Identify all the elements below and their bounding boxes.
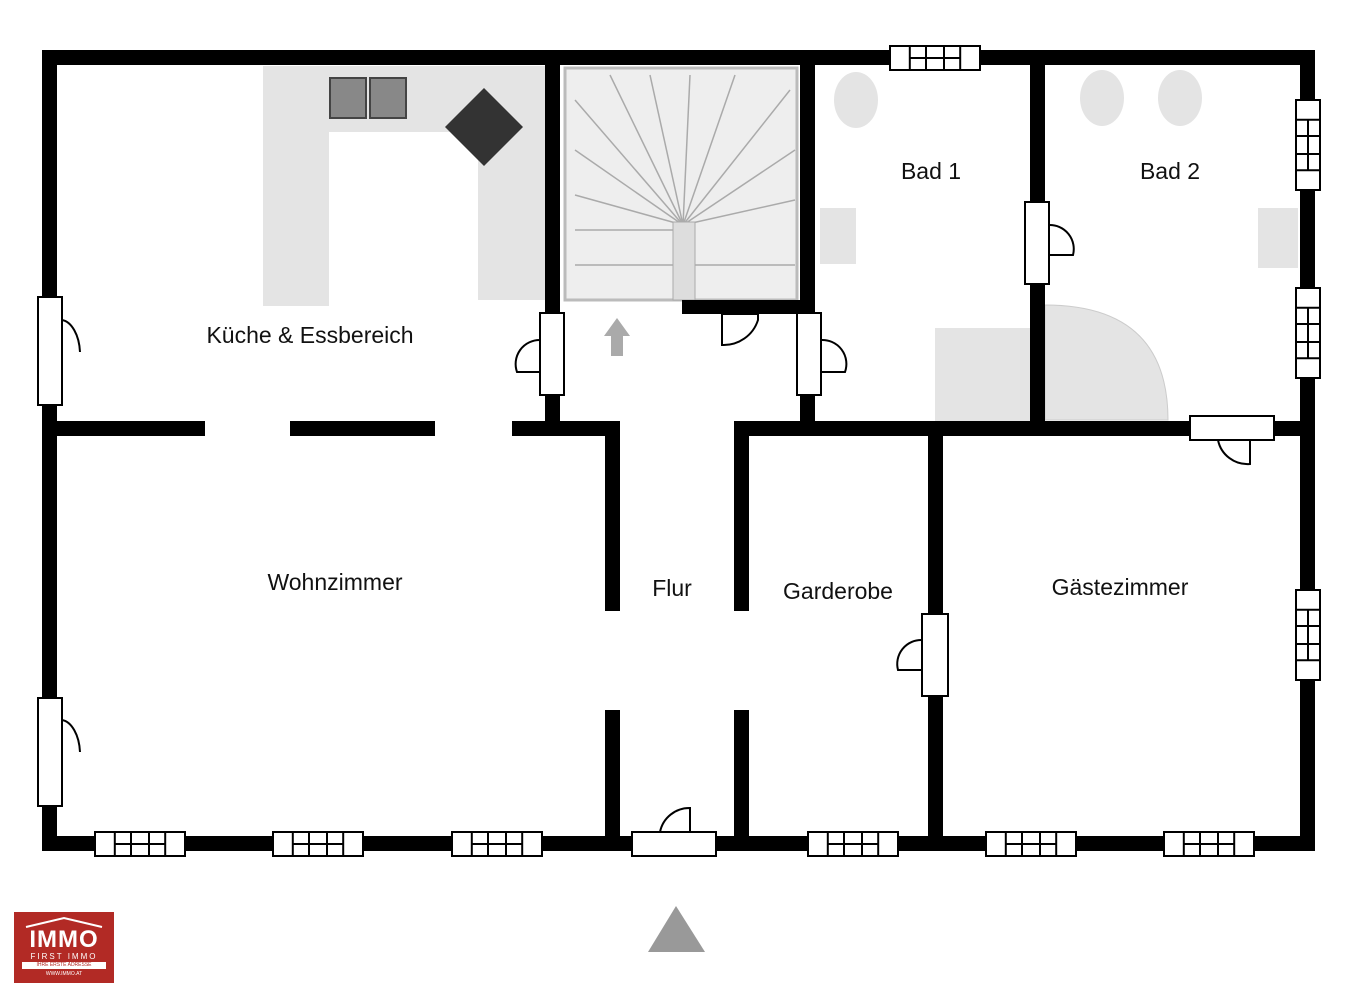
- room-label-kitchen: Küche & Essbereich: [206, 322, 413, 348]
- doors: [37, 201, 1275, 857]
- logo-brand: FIRST IMMO: [30, 952, 98, 961]
- bathroom-fixtures: [820, 70, 1298, 422]
- up-arrow-icon: [604, 318, 630, 356]
- room-label-bath1: Bad 1: [901, 158, 961, 184]
- cooktop: [445, 88, 523, 166]
- window: [1295, 589, 1321, 681]
- roof-icon: [25, 916, 103, 928]
- north-arrow-icon: [648, 906, 705, 952]
- logo-name: IMMO: [29, 926, 99, 953]
- window: [451, 831, 543, 857]
- window: [889, 45, 981, 71]
- window: [1295, 99, 1321, 191]
- window: [807, 831, 899, 857]
- window: [94, 831, 186, 857]
- room-label-wardrobe: Garderobe: [783, 578, 893, 604]
- window: [985, 831, 1077, 857]
- company-logo: IMMO FIRST IMMO IHRE ERSTE ADRESSE WWW.I…: [14, 912, 114, 983]
- room-label-hall: Flur: [652, 575, 692, 601]
- logo-tagline: IHRE ERSTE ADRESSE: [22, 962, 106, 969]
- windows: [94, 45, 1321, 857]
- staircase: [563, 66, 799, 356]
- window: [1163, 831, 1255, 857]
- kitchen-counter: [263, 66, 545, 306]
- window: [1295, 287, 1321, 379]
- logo-url: WWW.IMMO.AT: [45, 971, 83, 977]
- room-label-bath2: Bad 2: [1140, 158, 1200, 184]
- room-label-guest: Gästezimmer: [1052, 574, 1189, 600]
- room-label-living: Wohnzimmer: [267, 569, 402, 595]
- window: [272, 831, 364, 857]
